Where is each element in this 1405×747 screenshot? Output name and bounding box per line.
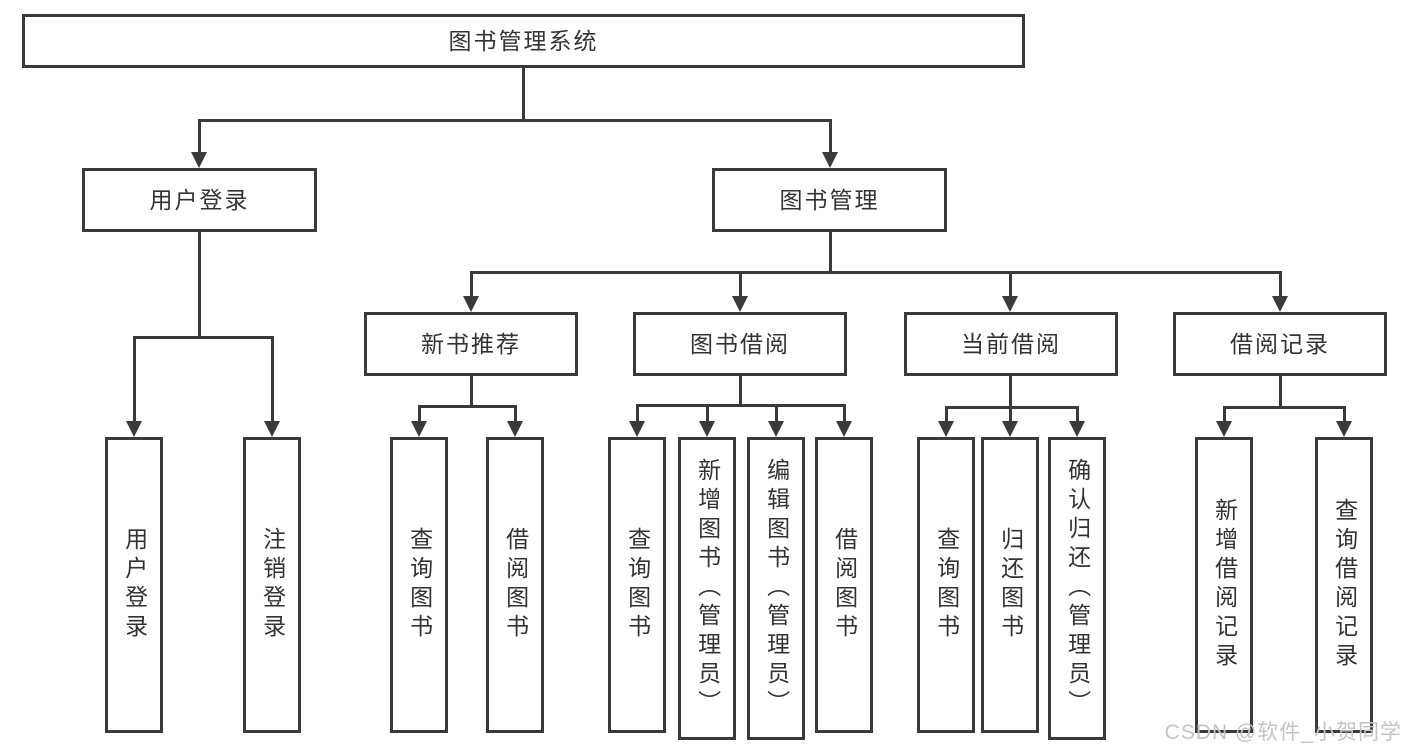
arrow-down-icon: [507, 421, 523, 437]
leaf-cb-query-book: 查询图书: [917, 437, 975, 733]
arrow-down-icon: [1272, 296, 1288, 312]
arrow-down-icon: [1002, 296, 1018, 312]
watermark: CSDN @软件_小贺同学: [1164, 721, 1402, 744]
connector-line: [197, 119, 201, 158]
node-book-management: 图书管理: [712, 168, 947, 232]
leaf-rec-query-book: 查询图书: [390, 437, 448, 733]
connector-line: [1278, 271, 1282, 302]
arrow-down-icon: [822, 152, 838, 168]
node-book-borrowing: 图书借阅: [633, 312, 847, 376]
connector-line: [197, 119, 832, 122]
leaf-user-login: 用户登录: [105, 437, 163, 733]
leaf-cb-return-book: 归还图书: [981, 437, 1039, 733]
node-new-book-recommend: 新书推荐: [364, 312, 578, 376]
connector-line: [1008, 376, 1012, 409]
arrow-down-icon: [1069, 421, 1085, 437]
node-borrowing-records: 借阅记录: [1173, 312, 1387, 376]
arrow-down-icon: [1216, 421, 1232, 437]
connector-line: [469, 271, 473, 302]
leaf-rec-borrow-book: 借阅图书: [486, 437, 544, 733]
connector-line: [635, 404, 846, 407]
node-current-borrowing: 当前借阅: [904, 312, 1118, 376]
connector-line: [1008, 271, 1012, 302]
arrow-down-icon: [938, 421, 954, 437]
arrow-down-icon: [126, 421, 142, 437]
leaf-bb-edit-book-admin: 编辑图书（管理员）: [747, 437, 805, 740]
arrow-down-icon: [629, 421, 645, 437]
arrow-down-icon: [1002, 421, 1018, 437]
arrow-down-icon: [411, 421, 427, 437]
connector-line: [705, 404, 709, 427]
connector-line: [1278, 376, 1282, 409]
arrow-down-icon: [732, 296, 748, 312]
connector-line: [469, 376, 473, 408]
connector-line: [635, 404, 639, 427]
connector-line: [1222, 406, 1226, 427]
leaf-br-add-record: 新增借阅记录: [1195, 437, 1253, 733]
arrow-down-icon: [1336, 421, 1352, 437]
leaf-bb-query-book: 查询图书: [608, 437, 666, 733]
connector-line: [944, 406, 948, 427]
connector-line: [132, 336, 274, 339]
arrow-down-icon: [699, 421, 715, 437]
connector-line: [513, 405, 517, 427]
connector-line: [1342, 406, 1346, 427]
connector-line: [132, 336, 136, 427]
node-library-management-system: 图书管理系统: [22, 14, 1025, 68]
leaf-logout: 注销登录: [243, 437, 301, 733]
arrow-down-icon: [264, 421, 280, 437]
connector-line: [1075, 406, 1079, 427]
leaf-bb-add-book-admin: 新增图书（管理员）: [678, 437, 736, 740]
connector-line: [738, 376, 742, 407]
arrow-down-icon: [836, 421, 852, 437]
leaf-br-query-record: 查询借阅记录: [1315, 437, 1373, 733]
connector-line: [197, 232, 201, 338]
connector-line: [944, 406, 1079, 409]
connector-line: [417, 405, 421, 427]
connector-line: [842, 404, 846, 427]
connector-line: [521, 66, 525, 120]
arrow-down-icon: [463, 296, 479, 312]
leaf-cb-confirm-return-admin: 确认归还（管理员）: [1048, 437, 1106, 740]
connector-line: [774, 404, 778, 427]
connector-line: [1222, 406, 1344, 409]
arrow-down-icon: [768, 421, 784, 437]
connector-line: [828, 232, 832, 274]
connector-line: [738, 271, 742, 302]
leaf-bb-borrow-book: 借阅图书: [815, 437, 873, 733]
connector-line: [469, 271, 1282, 274]
connector-line: [1008, 406, 1012, 427]
connector-line: [828, 119, 832, 158]
connector-line: [417, 405, 517, 408]
node-user-login: 用户登录: [82, 168, 317, 232]
arrow-down-icon: [191, 152, 207, 168]
connector-line: [270, 336, 274, 427]
